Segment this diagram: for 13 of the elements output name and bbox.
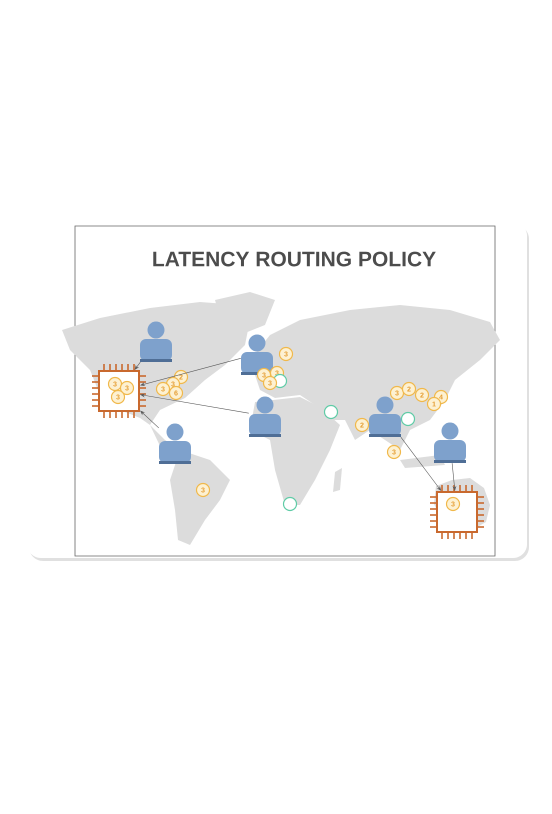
title: LATENCY ROUTING POLICY [153, 252, 436, 266]
region-circle [324, 404, 338, 420]
arrow [140, 410, 160, 428]
person-icon [434, 422, 466, 463]
arrow [140, 358, 242, 386]
person-icon [369, 396, 401, 437]
person-icon [140, 322, 172, 362]
person-icon [249, 396, 281, 437]
arrow [134, 362, 141, 370]
arrow [400, 436, 442, 491]
region-circle [282, 496, 298, 512]
person-icon [159, 424, 191, 464]
region-circle [400, 412, 416, 426]
